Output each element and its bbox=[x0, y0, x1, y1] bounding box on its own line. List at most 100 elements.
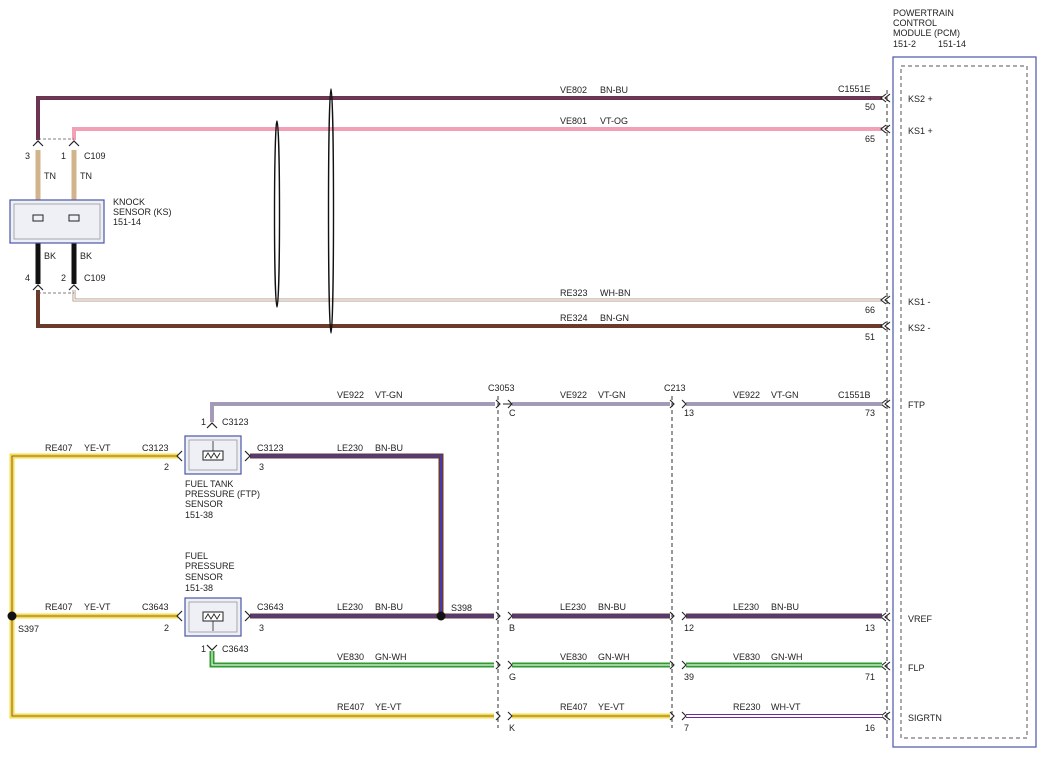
ks-pin-bottom-left: 4 bbox=[25, 273, 30, 283]
ftp-connector-right: C3123 bbox=[257, 443, 284, 453]
re407-mid-color: YE-VT bbox=[598, 702, 625, 712]
c3053-terminal-icon bbox=[495, 711, 513, 721]
ftp-name-line-1: FUEL TANK bbox=[185, 479, 233, 489]
ve801-circuit: VE801 bbox=[560, 116, 587, 126]
fuel-sensor-wiring: 1 C3123 C3123 2 C3123 3 FUEL TANK PRESSU… bbox=[7, 383, 882, 733]
ks-name-line-2: SENSOR (KS) bbox=[113, 207, 172, 217]
re324-circuit: RE324 bbox=[560, 313, 588, 323]
ftp-pin-right: 3 bbox=[259, 462, 264, 472]
c3053-pin-c: C bbox=[509, 408, 516, 418]
fps-left-terminal-icon bbox=[176, 610, 183, 622]
pin-71: 71 bbox=[865, 672, 875, 682]
twisted-pair-inner-icon bbox=[273, 120, 281, 308]
pcm-title-line-3: MODULE (PCM) bbox=[893, 28, 960, 38]
pin-50: 50 bbox=[865, 102, 875, 112]
wire-ve801 bbox=[72, 127, 882, 140]
c109-bottom-left-terminal-icon bbox=[32, 284, 44, 291]
knock-sensor-element-icon bbox=[68, 214, 80, 222]
le230-b-circuit: LE230 bbox=[560, 602, 586, 612]
fps-right-terminal-icon bbox=[244, 610, 251, 622]
pcm-pin-sigrtn: SIGRTN bbox=[908, 713, 942, 723]
ks-color-top-right: TN bbox=[80, 171, 92, 181]
re407-mid-circuit: RE407 bbox=[560, 702, 588, 712]
ftp-left-terminal-icon bbox=[176, 450, 183, 462]
ks-page: 151-14 bbox=[113, 217, 141, 227]
ks-connector-bottom: C109 bbox=[84, 273, 106, 283]
re407-main-color: YE-VT bbox=[375, 702, 402, 712]
le230-a-color: BN-BU bbox=[375, 602, 403, 612]
ks-color-bottom-right: BK bbox=[80, 251, 92, 261]
c213-pin-12: 12 bbox=[684, 623, 694, 633]
ftp-pin-top: 1 bbox=[201, 417, 206, 427]
pcm-pin-flp: FLP bbox=[908, 663, 925, 673]
c1551b-label: C1551B bbox=[838, 390, 871, 400]
le230-c-color: BN-BU bbox=[771, 602, 799, 612]
ftp-pin-left: 2 bbox=[164, 462, 169, 472]
c3053-terminal-icon bbox=[495, 660, 513, 670]
wire-ve802 bbox=[36, 96, 882, 140]
s397-label: S397 bbox=[18, 624, 39, 634]
c213-pin-39: 39 bbox=[684, 672, 694, 682]
c3053-pin-k: K bbox=[509, 723, 515, 733]
c3053-pin-b: B bbox=[509, 623, 515, 633]
pcm-terminal-icon bbox=[880, 295, 891, 305]
knock-sensor-box bbox=[9, 199, 105, 244]
fps-connector-bottom: C3643 bbox=[222, 644, 249, 654]
c1551e-label: C1551E bbox=[838, 84, 871, 94]
pcm-pin-ftp: FTP bbox=[908, 400, 925, 410]
c213-terminal-icon bbox=[669, 399, 687, 409]
c3053-label: C3053 bbox=[488, 383, 515, 393]
c3053-terminal-icon bbox=[495, 399, 513, 409]
ve802-circuit: VE802 bbox=[560, 85, 587, 95]
pcm-terminal-icon bbox=[880, 321, 891, 331]
ve922-c-circuit: VE922 bbox=[733, 390, 760, 400]
ve830-b-color: GN-WH bbox=[598, 652, 630, 662]
pcm-module: POWERTRAIN CONTROL MODULE (PCM) 151-2 15… bbox=[892, 8, 1037, 748]
fps-page: 151-38 bbox=[185, 583, 213, 593]
le230-b-color: BN-BU bbox=[598, 602, 626, 612]
ks-pin-top-right: 1 bbox=[61, 151, 66, 161]
pcm-pin-ks2-plus: KS2 + bbox=[908, 94, 933, 104]
c213-terminal-icon bbox=[669, 660, 687, 670]
re407-ftp-circuit: RE407 bbox=[45, 443, 73, 453]
c213-terminal-icon bbox=[669, 611, 687, 621]
s398-label: S398 bbox=[451, 603, 472, 613]
le230-ftp-circuit: LE230 bbox=[337, 443, 363, 453]
fps-bottom-terminal-icon bbox=[206, 644, 218, 651]
ve801-color: VT-OG bbox=[600, 116, 628, 126]
ks-name-line-1: KNOCK bbox=[113, 197, 145, 207]
ve830-b-circuit: VE830 bbox=[560, 652, 587, 662]
ftp-name-line-2: PRESSURE (FTP) bbox=[185, 489, 260, 499]
pcm-terminal-icon bbox=[880, 711, 891, 721]
fps-name-line-1: FUEL bbox=[185, 551, 208, 561]
wire-re323 bbox=[72, 290, 882, 302]
ftp-name-line-3: SENSOR bbox=[185, 499, 224, 509]
ks-pin-bottom-right: 2 bbox=[61, 273, 66, 283]
le230-a-circuit: LE230 bbox=[337, 602, 363, 612]
ks-connector-top: C109 bbox=[84, 151, 106, 161]
c3053-terminal-icon bbox=[495, 611, 513, 621]
re407-fps-color: YE-VT bbox=[84, 602, 111, 612]
ve830-a-color: GN-WH bbox=[375, 652, 407, 662]
c109-top-left-terminal-icon bbox=[32, 140, 44, 147]
ks-color-top-left: TN bbox=[44, 171, 56, 181]
re323-circuit: RE323 bbox=[560, 288, 588, 298]
re230-color: WH-VT bbox=[771, 702, 801, 712]
ftp-connector-left: C3123 bbox=[142, 443, 169, 453]
fps-pin-left: 2 bbox=[164, 623, 169, 633]
re323-color: WH-BN bbox=[600, 288, 631, 298]
re407-main-circuit: RE407 bbox=[337, 702, 365, 712]
c213-label: C213 bbox=[664, 383, 686, 393]
ftp-page: 151-38 bbox=[185, 510, 213, 520]
c109-bottom-right-terminal-icon bbox=[68, 284, 80, 291]
twisted-pair-outer-icon bbox=[327, 88, 335, 334]
c213-pin-13: 13 bbox=[684, 408, 694, 418]
fps-pin-bottom: 1 bbox=[201, 644, 206, 654]
pcm-terminal-icon bbox=[880, 124, 891, 134]
pcm-page-left: 151-2 bbox=[893, 39, 916, 49]
pcm-pin-ks2-minus: KS2 - bbox=[908, 323, 931, 333]
pcm-pin-ks1-minus: KS1 - bbox=[908, 297, 931, 307]
knock-sensor-wiring: 3 1 C109 TN TN BK BK 4 2 C109 KNOCK SENS… bbox=[9, 84, 882, 342]
ks-pin-top-left: 3 bbox=[25, 151, 30, 161]
